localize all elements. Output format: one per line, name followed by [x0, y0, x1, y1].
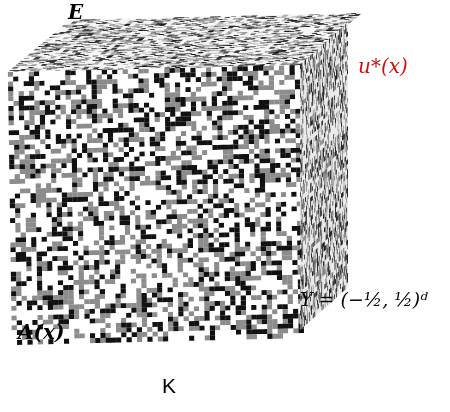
- domain-label: Y = (−½, ½)ᵈ: [300, 288, 428, 310]
- panel-label: K: [162, 374, 176, 398]
- field-label: E: [68, 0, 83, 24]
- coefficient-label: A(x): [18, 320, 64, 344]
- solution-label: u*(x): [358, 54, 408, 78]
